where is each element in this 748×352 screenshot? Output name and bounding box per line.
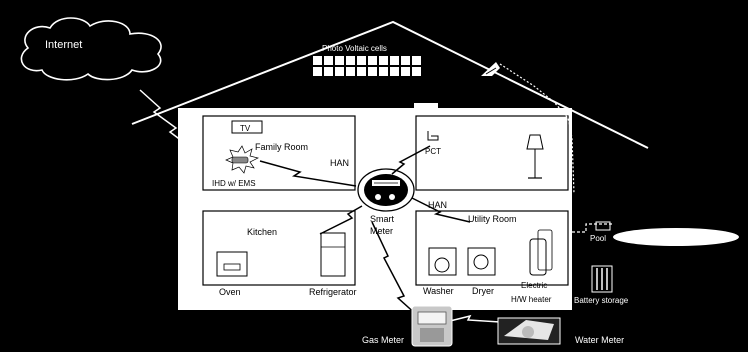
refrigerator-label: Refrigerator <box>309 287 357 297</box>
pool-shape <box>613 228 739 246</box>
ihd-device-icon <box>232 157 248 163</box>
hw-heater-label: H/W heater <box>511 295 552 304</box>
pv-cell <box>368 56 377 65</box>
electric-label: Electric <box>521 281 547 290</box>
pv-cell <box>390 67 399 76</box>
smart-meter <box>358 169 414 211</box>
pv-cell <box>313 56 322 65</box>
gas-meter-icon <box>412 306 452 346</box>
pv-cell <box>357 67 366 76</box>
water-meter-label: Water Meter <box>575 335 624 345</box>
oven-label: Oven <box>219 287 241 297</box>
pv-cell <box>401 56 410 65</box>
pv-cell <box>357 56 366 65</box>
pv-panel <box>313 56 421 76</box>
battery-icon <box>592 266 612 292</box>
pv-cell <box>379 56 388 65</box>
pv-cell <box>346 67 355 76</box>
house-body-notch <box>414 103 438 111</box>
pv-cell <box>346 56 355 65</box>
gas-meter-label: Gas Meter <box>362 335 404 345</box>
pool-label: Pool <box>590 234 606 243</box>
utility-room-label: Utility Room <box>468 214 517 224</box>
pool-pipe <box>572 224 614 232</box>
pv-cell <box>412 56 421 65</box>
internet-cloud: Internet <box>21 18 161 80</box>
kitchen-label: Kitchen <box>247 227 277 237</box>
smart-meter-label-1: Smart <box>370 214 395 224</box>
tv-label: TV <box>240 124 251 133</box>
pv-cell <box>412 67 421 76</box>
pv-cell <box>379 67 388 76</box>
dryer-label: Dryer <box>472 286 494 296</box>
pv-cell <box>335 56 344 65</box>
pv-cell <box>324 67 333 76</box>
washer-drum-icon <box>435 258 449 272</box>
refrigerator-icon <box>321 233 345 276</box>
han-left-label: HAN <box>330 158 349 168</box>
ihd-label: IHD w/ EMS <box>212 179 256 188</box>
battery-label: Battery storage <box>574 296 629 305</box>
smart-meter-label-2: Meter <box>370 226 393 236</box>
oven-door-icon <box>224 264 240 270</box>
pv-label: Photo Voltaic cells <box>322 44 387 53</box>
bolt-gas-to-water <box>446 316 500 322</box>
han-right-label: HAN <box>428 200 447 210</box>
pv-cell <box>324 56 333 65</box>
pv-cell <box>401 67 410 76</box>
pv-cell <box>313 67 322 76</box>
family-room-label: Family Room <box>255 142 308 152</box>
pool-pump-icon <box>596 222 610 230</box>
pct-label: PCT <box>425 147 441 156</box>
pv-cell <box>335 67 344 76</box>
pv-cell <box>390 56 399 65</box>
pv-cell <box>368 67 377 76</box>
internet-label: Internet <box>45 39 82 51</box>
water-meter-icon <box>498 318 560 344</box>
washer-label: Washer <box>423 286 454 296</box>
dryer-drum-icon <box>474 255 488 269</box>
